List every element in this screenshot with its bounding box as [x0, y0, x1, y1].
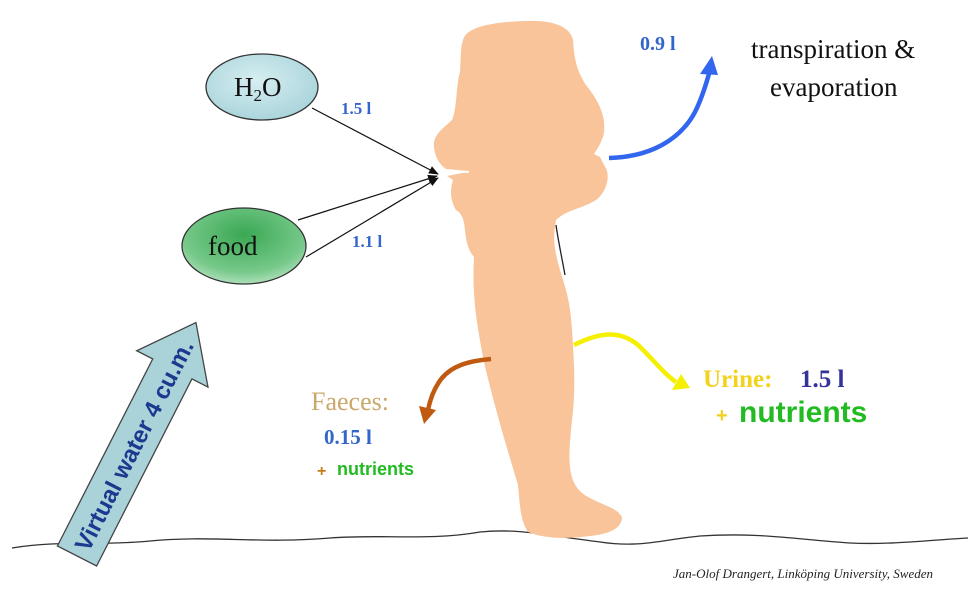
food-amount: 1.1 l [352, 233, 382, 250]
urine-nutrients-label: nutrients [739, 398, 867, 428]
urine-plus-sign: + [716, 406, 728, 426]
human-silhouette [434, 21, 622, 538]
virtual-water-arrow: Virtual water 4 cu.m. [41, 304, 231, 574]
urine-arrow [574, 334, 690, 390]
transpiration-arrow [609, 56, 718, 158]
water-label: H2O [234, 74, 282, 104]
urine-label: Urine: [703, 367, 772, 392]
urine-amount: 1.5 l [800, 367, 844, 392]
food-input-arrow-upper [298, 176, 437, 220]
faeces-arrow [419, 359, 491, 424]
author-credit: Jan-Olof Drangert, Linköping University,… [673, 567, 933, 580]
transpiration-amount: 0.9 l [640, 34, 676, 54]
food-label: food [208, 233, 258, 260]
faeces-amount: 0.15 l [324, 427, 372, 448]
water-input-arrow [312, 108, 438, 174]
transpiration-label-line1: transpiration & [751, 36, 915, 63]
water-amount: 1.5 l [341, 100, 371, 117]
faeces-plus-sign: + [317, 464, 326, 480]
transpiration-label-line2: evaporation [770, 74, 897, 101]
faeces-nutrients-label: nutrients [337, 460, 414, 478]
faeces-label: Faeces: [311, 389, 389, 415]
virtual-water-label: Virtual water 4 cu.m. [70, 336, 200, 556]
ground-line [12, 531, 968, 548]
